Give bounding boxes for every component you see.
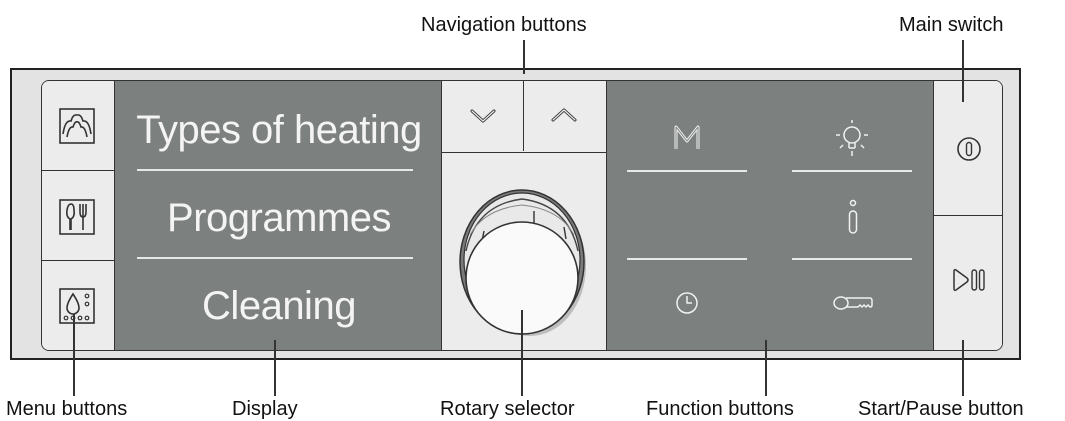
display-leader <box>274 340 276 396</box>
light-bulb-icon <box>836 120 868 156</box>
menu-button-hot-air[interactable] <box>42 81 114 171</box>
function-buttons-leader <box>765 340 767 396</box>
chevron-down-icon <box>470 109 496 123</box>
display-separator <box>137 169 413 171</box>
cleaning-drop-icon <box>59 288 95 324</box>
function-buttons <box>606 81 934 350</box>
clock-icon <box>676 292 698 314</box>
display-label: Display <box>232 398 298 420</box>
display-item-cleaning[interactable]: Cleaning <box>202 284 356 328</box>
rotary-selector[interactable] <box>442 153 606 351</box>
main-switch-leader <box>962 40 964 102</box>
menu-buttons-column <box>42 81 114 350</box>
rotary-selector-area <box>442 153 606 351</box>
menu-button-cleaning[interactable] <box>42 261 114 350</box>
menu-buttons-label: Menu buttons <box>6 398 128 420</box>
display-item-types-of-heating[interactable]: Types of heating <box>136 108 422 152</box>
nav-down-button[interactable] <box>442 81 524 151</box>
navigation-buttons-leader <box>523 40 525 74</box>
function-button-info[interactable] <box>792 181 912 259</box>
function-button-timer[interactable] <box>627 271 747 341</box>
navigation-buttons-label: Navigation buttons <box>421 14 587 36</box>
rotary-selector-leader <box>521 310 523 396</box>
key-icon <box>833 296 873 310</box>
main-switch-label: Main switch <box>899 14 1004 36</box>
function-button-child-lock[interactable] <box>792 271 912 341</box>
play-pause-icon <box>953 268 985 292</box>
nav-up-button[interactable] <box>524 81 606 151</box>
menu-buttons-leader <box>73 314 75 396</box>
navigation-buttons <box>442 81 606 153</box>
start-pause-button[interactable] <box>934 216 1002 350</box>
function-separator <box>792 170 912 172</box>
start-pause-button-label: Start/Pause button <box>858 398 1024 420</box>
function-separator <box>792 258 912 260</box>
display-item-programmes[interactable]: Programmes <box>167 196 391 240</box>
function-button-light[interactable] <box>792 101 912 171</box>
info-icon <box>848 199 858 234</box>
menu-button-cutlery[interactable] <box>42 171 114 261</box>
hot-air-icon <box>59 108 95 144</box>
menu-m-icon <box>674 125 700 149</box>
function-button-menu[interactable] <box>627 101 747 171</box>
start-pause-button-leader <box>962 340 964 396</box>
display-separator <box>137 257 413 259</box>
function-buttons-label: Function buttons <box>646 398 794 420</box>
function-separator <box>627 170 747 172</box>
rotary-selector-label: Rotary selector <box>440 398 575 420</box>
main-switch-button[interactable] <box>934 81 1002 216</box>
power-icon <box>957 137 981 161</box>
control-panel: Types of heating Programmes Cleaning <box>41 80 1003 351</box>
chevron-up-icon <box>551 108 577 122</box>
function-separator <box>627 258 747 260</box>
display: Types of heating Programmes Cleaning <box>114 81 442 350</box>
cutlery-icon <box>59 199 95 235</box>
